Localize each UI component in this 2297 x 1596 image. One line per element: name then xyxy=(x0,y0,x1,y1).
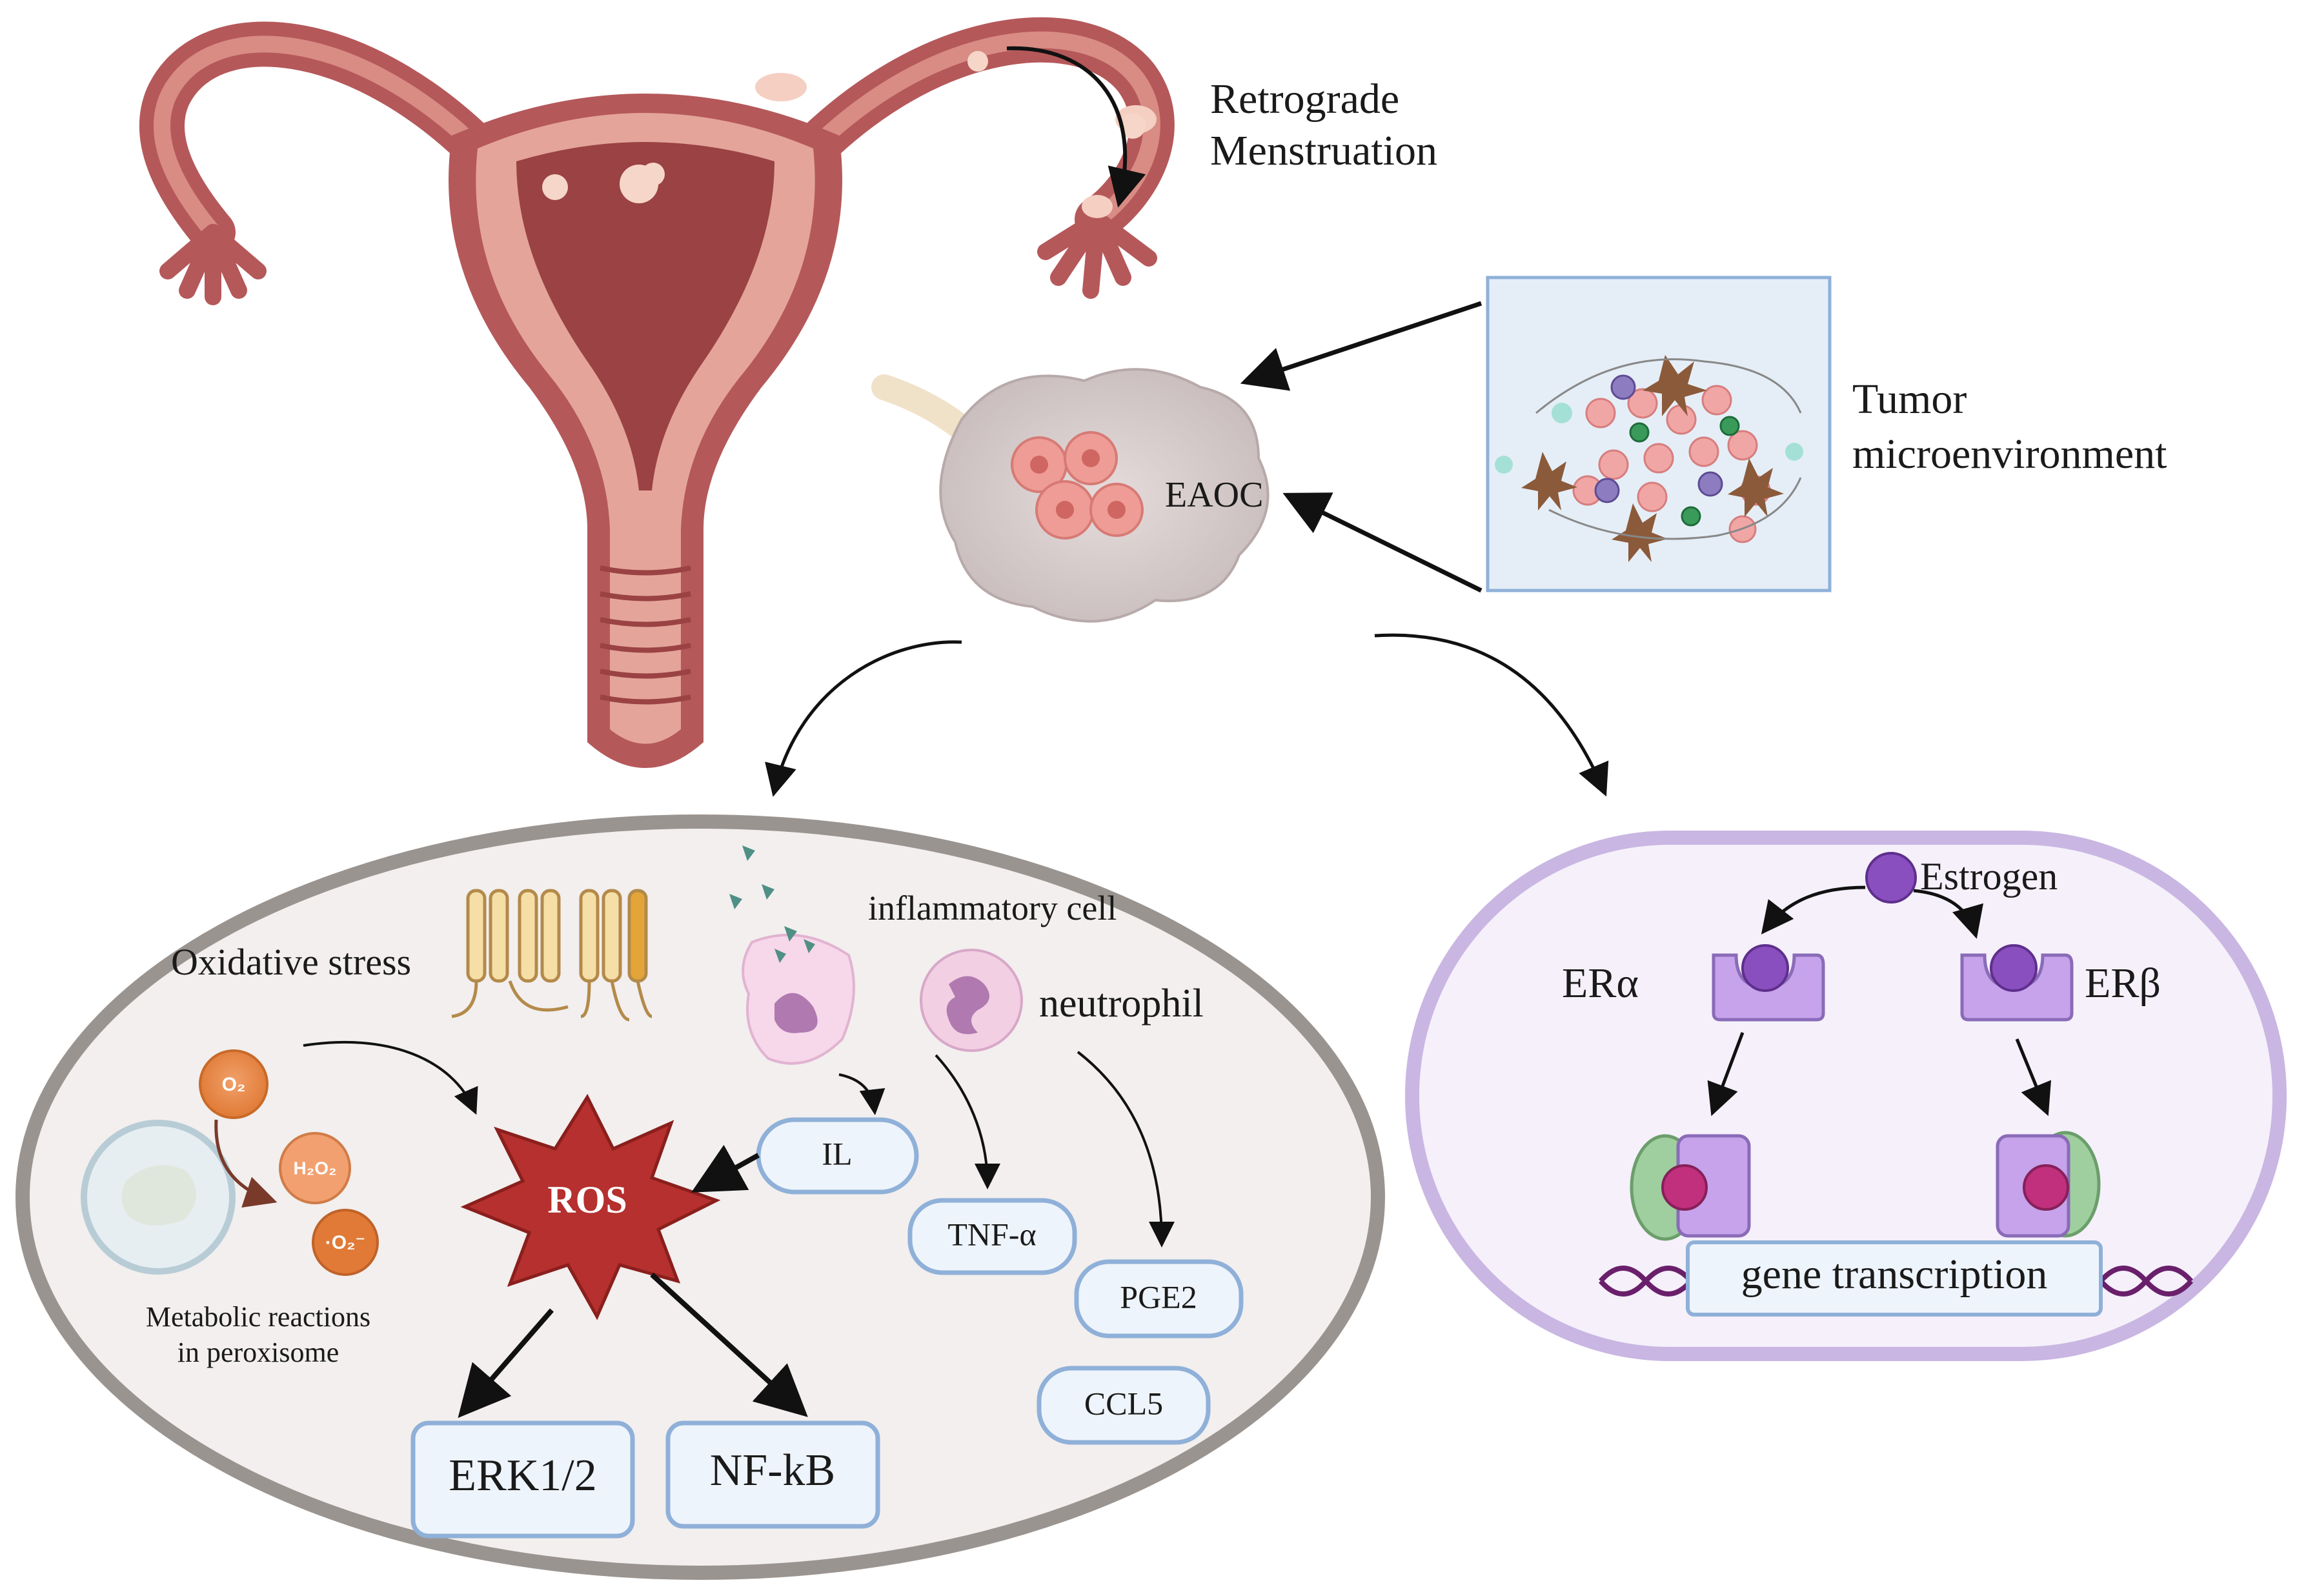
neutrophil-icon xyxy=(920,949,1023,1052)
er-alpha-complex-icon xyxy=(1630,1134,1751,1241)
nfkb-box: NF-kB xyxy=(665,1420,880,1529)
estrogen-molecule xyxy=(1865,852,1917,904)
svg-text:H₂O₂: H₂O₂ xyxy=(294,1158,337,1178)
branch-arrow-left xyxy=(765,640,962,797)
gene-transcription-box: gene transcription xyxy=(1686,1240,2103,1317)
uterus-illustration xyxy=(139,17,1175,768)
ros-burst: ROS xyxy=(460,1093,721,1320)
svg-text:·O₂⁻: ·O₂⁻ xyxy=(325,1232,366,1253)
inflammatory-cell-icon xyxy=(729,845,855,1065)
inflammatory-to-il-arrow xyxy=(838,1073,885,1115)
ros-to-nfkb-arrow xyxy=(650,1273,808,1417)
erb-to-complex-arrow xyxy=(2015,1038,2051,1116)
estrogen-to-era-arrow xyxy=(1761,885,1866,934)
erk-box: ERK1/2 xyxy=(410,1420,635,1539)
svg-text:PGE2: PGE2 xyxy=(1120,1278,1197,1315)
superoxide-molecule: ·O₂⁻ xyxy=(312,1209,379,1276)
metabolic-label-line1: Metabolic reactions xyxy=(146,1301,370,1333)
retrograde-label-line1: Retrograde xyxy=(1210,76,1399,123)
eaoc-tumor xyxy=(871,368,1270,623)
retrograde-arrow xyxy=(1006,46,1146,208)
era-to-complex-arrow xyxy=(1707,1032,1745,1116)
tnf-box: TNF-α xyxy=(907,1198,1077,1275)
er-alpha-label: ERα xyxy=(1562,960,1639,1007)
membrane-receptor-icon xyxy=(451,889,653,1022)
svg-text:NF-kB: NF-kB xyxy=(710,1446,835,1495)
er-beta-receptor-icon xyxy=(1960,944,2074,1022)
eaoc-label: EAOC xyxy=(1165,475,1263,515)
er-beta-label: ERβ xyxy=(2085,960,2161,1007)
pge2-box: PGE2 xyxy=(1074,1259,1244,1338)
tumor-label-line2: microenvironment xyxy=(1852,430,2167,478)
o2-molecule: O₂ xyxy=(199,1049,268,1119)
peroxisome-to-ros-arrow xyxy=(303,1040,478,1115)
tumor-microenvironment-box xyxy=(1486,276,1832,592)
svg-text:ERK1/2: ERK1/2 xyxy=(449,1451,596,1500)
retrograde-label-line2: Menstruation xyxy=(1210,127,1437,174)
h2o2-molecule: H₂O₂ xyxy=(279,1132,351,1204)
ccl5-box: CCL5 xyxy=(1037,1366,1211,1445)
tme-to-eaoc-arrow-upper xyxy=(1240,301,1482,391)
inflammatory-cell-label: inflammatory cell xyxy=(868,889,1117,927)
svg-text:O₂: O₂ xyxy=(222,1074,246,1095)
dna-helix-left-icon xyxy=(1598,1266,1694,1297)
il-box: IL xyxy=(756,1117,919,1195)
neutrophil-to-tnf-arrow xyxy=(935,1054,1000,1189)
peroxisome-icon xyxy=(81,1120,236,1275)
tumor-label-line1: Tumor xyxy=(1852,376,1967,423)
il-to-ros-arrow xyxy=(691,1144,760,1193)
svg-text:gene transcription: gene transcription xyxy=(1741,1251,2048,1298)
o2-to-h2o2-arrow xyxy=(214,1119,278,1208)
estrogen-label: Estrogen xyxy=(1920,855,2058,898)
estrogen-to-erb-arrow xyxy=(1913,889,1984,939)
oxidative-stress-label: Oxidative stress xyxy=(171,941,411,983)
metabolic-label-line2: in peroxisome xyxy=(177,1337,339,1368)
er-alpha-receptor-icon xyxy=(1712,944,1825,1022)
svg-text:TNF-α: TNF-α xyxy=(947,1216,1036,1252)
tme-to-eaoc-arrow-lower xyxy=(1282,492,1482,593)
neutrophil-to-pge2-arrow xyxy=(1077,1051,1175,1248)
ros-label: ROS xyxy=(547,1178,627,1221)
ros-to-erk-arrow xyxy=(458,1308,554,1419)
dna-helix-right-icon xyxy=(2098,1266,2194,1297)
er-beta-complex-icon xyxy=(1996,1131,2101,1238)
branch-arrow-right xyxy=(1374,633,1609,797)
svg-text:IL: IL xyxy=(822,1135,852,1171)
svg-text:CCL5: CCL5 xyxy=(1084,1385,1163,1421)
neutrophil-label: neutrophil xyxy=(1039,982,1204,1025)
